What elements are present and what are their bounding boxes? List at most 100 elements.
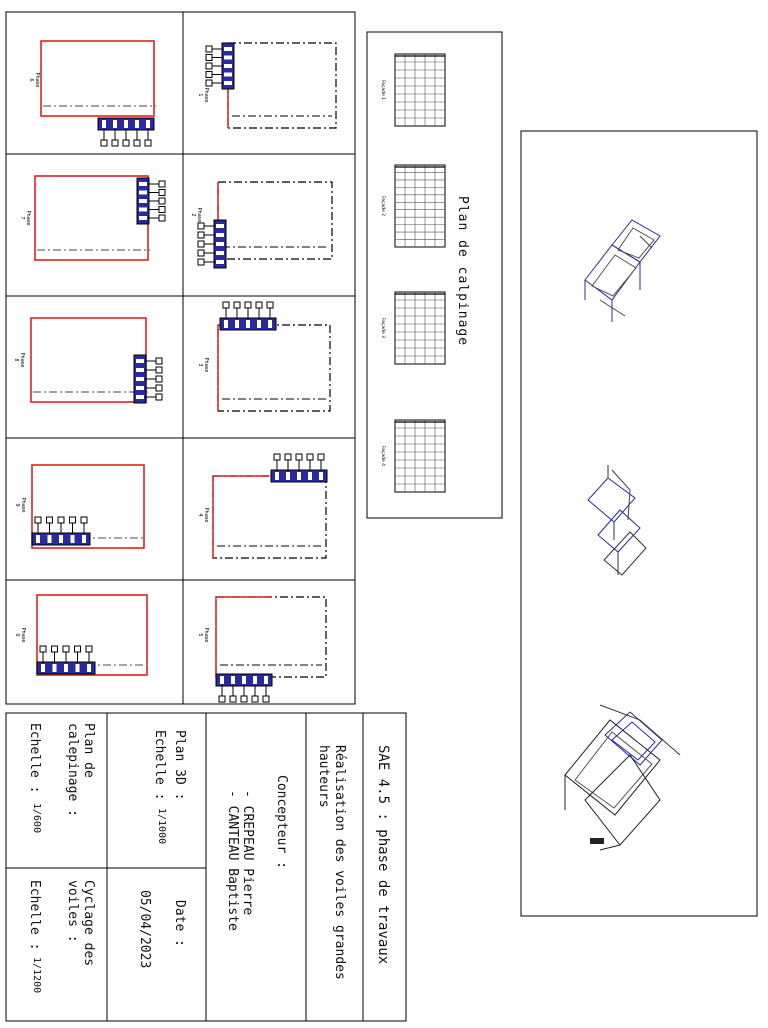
prop-icon — [85, 645, 93, 653]
phase-number: 9 — [14, 503, 20, 506]
phase-number: 7 — [19, 216, 25, 219]
iso-view-1 — [584, 219, 661, 322]
prop-icon — [218, 695, 226, 703]
facade-table-4: Façade 4 — [380, 419, 446, 493]
prop-icon — [266, 301, 274, 309]
phase-label: Phase — [196, 208, 202, 223]
prop-icon — [240, 695, 248, 703]
prop-icon — [229, 695, 237, 703]
date-label: Date : — [172, 900, 187, 947]
prop-icon — [317, 453, 325, 461]
calepinage-scale: 1/600 — [31, 803, 42, 834]
phase-label: Phase — [203, 358, 209, 373]
prop-icon — [155, 375, 163, 383]
prop-icon — [155, 384, 163, 392]
phase-number: 6 — [28, 78, 34, 81]
calepinage-title: Plan de calpinage — [455, 196, 470, 347]
prop-icon — [295, 453, 303, 461]
prop-icon — [158, 189, 166, 196]
designers-label: Concepteur : — [274, 775, 289, 869]
phase-number: 1 — [197, 93, 203, 96]
prop-icon — [39, 645, 47, 653]
cyclage-scale-label: Echelle : — [27, 880, 42, 951]
prop-icon — [46, 516, 53, 524]
prop-icon — [262, 695, 270, 703]
plan-3d-scale: 1/1000 — [156, 808, 167, 845]
prop-icon — [158, 214, 166, 222]
prop-icon — [205, 54, 213, 61]
designer-1: - CREPEAU Pierre — [240, 790, 255, 916]
phase-number: 8 — [13, 358, 19, 361]
prop-icon — [205, 45, 213, 53]
facade-label: Façade 3 — [380, 318, 386, 338]
prop-icon — [255, 301, 263, 309]
phase-label: Phase — [20, 498, 26, 513]
prop-icon — [133, 139, 141, 147]
phase-number: 2 — [190, 213, 196, 216]
phase-number: 5 — [197, 633, 203, 636]
title-block — [5, 712, 407, 1022]
prop-icon — [144, 139, 152, 147]
prop-icon — [158, 206, 166, 213]
prop-icon — [74, 645, 81, 653]
phase-cells: Phase1Phase2Phase3Phase4Phase5Phase6Phas… — [13, 40, 337, 703]
prop-icon — [122, 139, 130, 147]
prop-icon — [51, 645, 58, 653]
facade-table-1: Façade 1 — [380, 53, 446, 127]
prop-icon — [69, 516, 76, 524]
phase-label: Phase — [34, 73, 40, 88]
prop-icon — [205, 62, 213, 70]
prop-icon — [197, 231, 205, 239]
phase-number: 4 — [197, 513, 203, 516]
prop-icon — [205, 79, 213, 87]
prop-icon — [233, 301, 241, 309]
facade-table-2: Façade 2 — [380, 164, 446, 248]
calepinage-block-label: Plan de calepinage : — [65, 723, 96, 817]
plan-3d-label: Plan 3D : — [172, 730, 187, 801]
phase-number: 3 — [197, 363, 203, 366]
facade-label: Façade 2 — [380, 196, 386, 216]
cyclage-scale: 1/1200 — [31, 957, 42, 994]
iso-view-3 — [564, 704, 681, 851]
prop-icon — [155, 366, 163, 374]
prop-icon — [273, 453, 281, 461]
prop-icon — [158, 197, 166, 205]
facade-label: Façade 1 — [380, 80, 386, 100]
phase-number: 0 — [14, 633, 20, 636]
prop-icon — [62, 645, 70, 653]
prop-icon — [80, 516, 88, 524]
facade-table-3: Façade 3 — [380, 291, 446, 365]
prop-icon — [306, 453, 314, 461]
prop-icon — [111, 139, 119, 147]
phase-label: Phase — [19, 353, 25, 368]
prop-icon — [284, 453, 292, 461]
phase-grid — [5, 11, 356, 705]
project-title: SAE 4.5 : phase de travaux — [375, 745, 391, 965]
plan-3d-scale-label: Echelle : — [152, 730, 167, 801]
prop-icon — [155, 393, 163, 401]
prop-icon — [34, 516, 42, 524]
phase-label: Phase — [25, 211, 31, 226]
prop-icon — [244, 301, 252, 309]
phase-label: Phase — [203, 628, 209, 643]
date-value: 05/04/2023 — [137, 890, 152, 969]
prop-icon — [205, 71, 213, 78]
phase-label: Phase — [203, 88, 209, 103]
facade-label: Façade 4 — [380, 446, 386, 466]
prop-icon — [197, 258, 205, 266]
plan-3d-panel — [520, 130, 758, 917]
iso-view-2 — [587, 465, 647, 576]
prop-icon — [197, 240, 205, 248]
designer-2: - CANTEAU Baptiste — [225, 790, 240, 931]
prop-icon — [100, 139, 108, 147]
prop-icon — [57, 516, 65, 524]
prop-icon — [222, 301, 230, 309]
prop-icon — [251, 695, 259, 703]
